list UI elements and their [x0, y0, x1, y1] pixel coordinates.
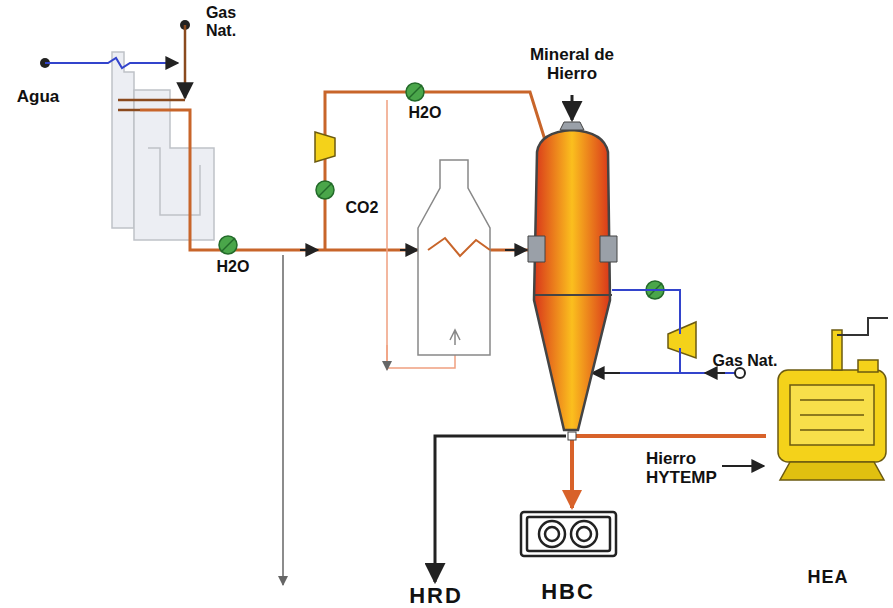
stream-label: Agua	[8, 88, 68, 107]
node-label: HEA	[805, 568, 850, 588]
briquetting-machine	[521, 512, 616, 556]
furnace-node: HEA	[766, 312, 890, 588]
stream-label: H2O	[208, 258, 258, 276]
stream-label: H2O	[400, 104, 450, 122]
material-flow	[576, 434, 766, 438]
material-flow	[570, 436, 574, 508]
reactor	[528, 122, 617, 430]
stream-label: HRD	[398, 584, 474, 608]
compressor	[315, 132, 696, 358]
node-label: Mineral de Hierro	[520, 46, 624, 83]
briquetting-node: HBC	[516, 508, 620, 604]
reactor-node: Mineral de Hierro	[520, 46, 624, 436]
node-label: HBC	[539, 580, 597, 604]
junction	[568, 432, 576, 440]
heater	[112, 52, 214, 240]
stream-label: Gas Nat.	[198, 4, 244, 39]
stream-label: Gas Nat.	[700, 352, 790, 370]
stream-label: CO2	[337, 199, 387, 217]
gas-heater	[418, 160, 490, 355]
arc-furnace	[778, 318, 888, 480]
edge-label: Hierro HYTEMP	[646, 450, 728, 487]
